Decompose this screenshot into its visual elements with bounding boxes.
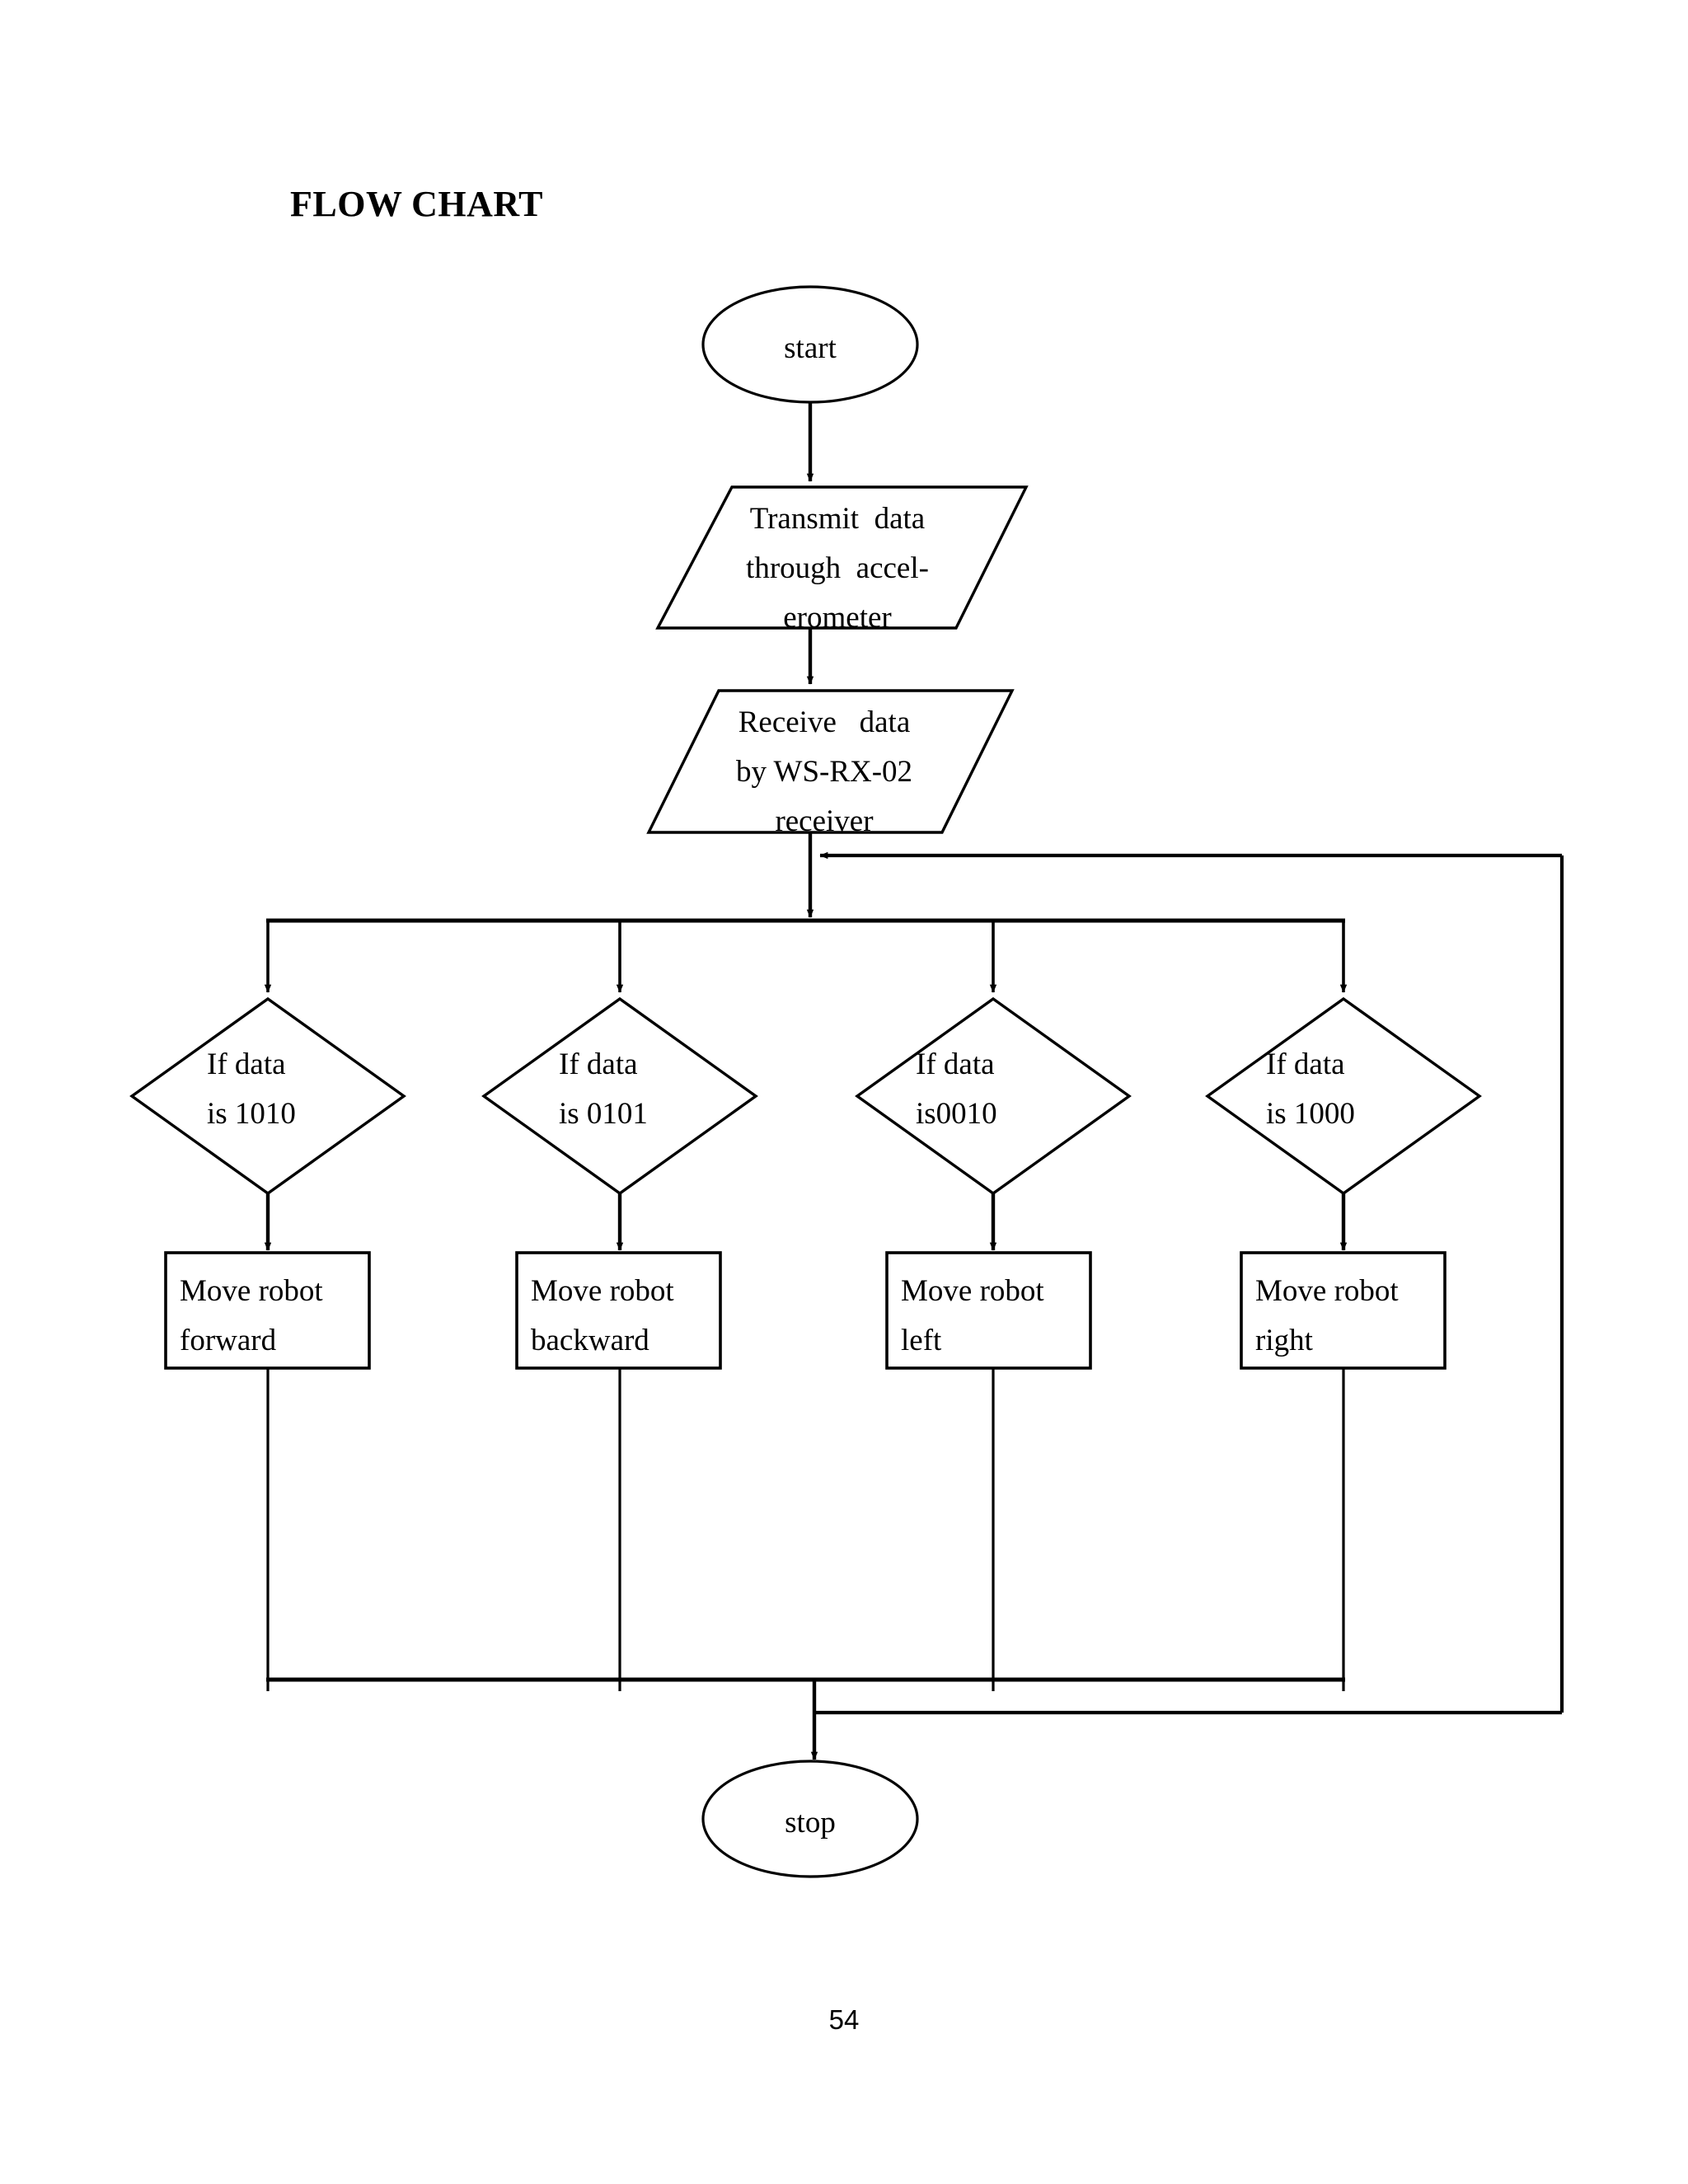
page-title: FLOW CHART	[290, 184, 544, 224]
node-act3-label: Move robot left	[901, 1274, 1044, 1357]
node-stop-shape	[701, 1760, 919, 1878]
node-transmit-shape	[655, 485, 1029, 630]
node-receive-shape	[646, 689, 1015, 834]
node-cond3-label: If data is0010	[916, 1047, 997, 1131]
node-start-label: start	[784, 331, 837, 365]
node-act2-label: Move robot backward	[531, 1274, 674, 1357]
node-act3-shape	[885, 1251, 1092, 1370]
node-act1-label: Move robot forward	[180, 1274, 323, 1357]
node-cond2-label: If data is 0101	[559, 1047, 648, 1131]
node-stop-label: stop	[785, 1806, 836, 1840]
node-act1-shape	[164, 1251, 371, 1370]
node-transmit-label: Transmit data through accel- erometer	[746, 502, 929, 635]
node-cond1-label: If data is 1010	[207, 1047, 296, 1131]
node-act2-shape	[515, 1251, 722, 1370]
node-cond4-label: If data is 1000	[1266, 1047, 1355, 1131]
node-receive-label: Receive data by WS-RX-02 receiver	[735, 705, 913, 838]
node-act4-label: Move robot right	[1255, 1274, 1399, 1357]
node-act4-shape	[1240, 1251, 1447, 1370]
page-number: 54	[828, 2004, 860, 2035]
